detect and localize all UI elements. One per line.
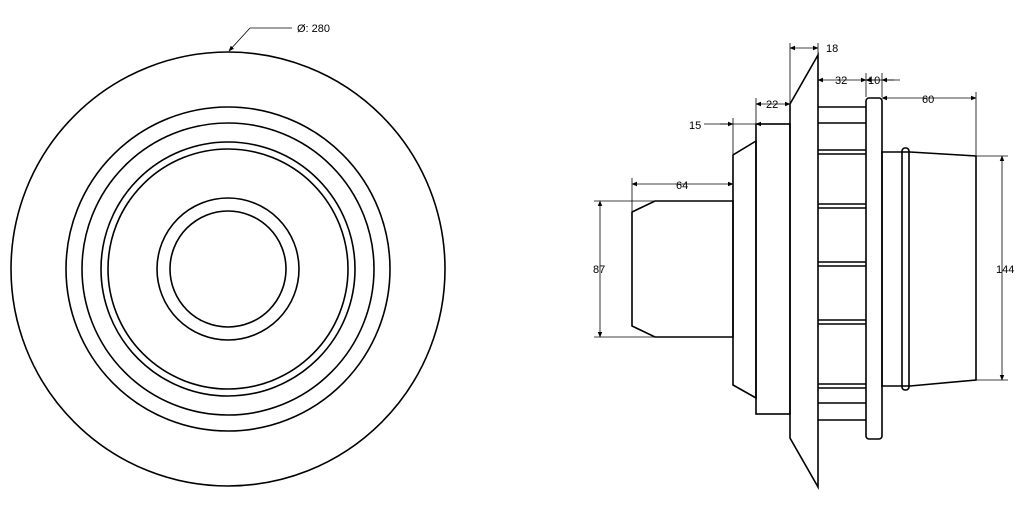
- dim-32-label: 32: [835, 75, 847, 87]
- dim-15-label: 15: [689, 120, 701, 132]
- dim-22-label: 22: [766, 99, 778, 111]
- cone-ring: [901, 147, 910, 391]
- dim-18-label: 18: [826, 43, 838, 55]
- outer-flange-circle: [10, 51, 446, 487]
- dim-60-label: 60: [922, 94, 934, 106]
- dim-87: 87: [593, 200, 655, 338]
- dim-10-label: 10: [868, 75, 880, 87]
- dim-18: 18: [789, 43, 838, 103]
- dim-60: 60: [881, 92, 977, 155]
- nozzle-circle-inner: [169, 210, 287, 328]
- dim-64-label: 64: [676, 180, 688, 192]
- dim-10: 10: [865, 73, 900, 97]
- dim-64: 64: [631, 178, 734, 211]
- step-block: [755, 123, 791, 415]
- side-view: 18 32 10 22 60: [593, 43, 1014, 491]
- mounting-plate: [865, 97, 883, 440]
- ring-circle-3: [100, 141, 356, 397]
- outlet-cone: [881, 151, 977, 387]
- dim-144: 144: [976, 155, 1014, 381]
- ring-circle-2: [81, 122, 375, 416]
- conical-flange: [789, 51, 819, 491]
- nozzle-body: [631, 200, 734, 338]
- ring-circle-4: [107, 148, 349, 390]
- nozzle-circle-outer: [156, 197, 300, 341]
- dim-32: 32: [817, 73, 867, 104]
- front-view: Ø: 280: [10, 23, 446, 487]
- dim-15: 15: [689, 118, 770, 154]
- finned-body: [818, 106, 866, 421]
- diameter-leader: Ø: 280: [228, 23, 330, 52]
- ring-circle-1: [65, 106, 391, 432]
- dim-144-label: 144: [996, 264, 1014, 276]
- diameter-label: Ø: 280: [297, 23, 330, 35]
- dim-87-label: 87: [593, 264, 605, 276]
- dim-22: 22: [755, 98, 791, 123]
- taper-section: [732, 139, 757, 400]
